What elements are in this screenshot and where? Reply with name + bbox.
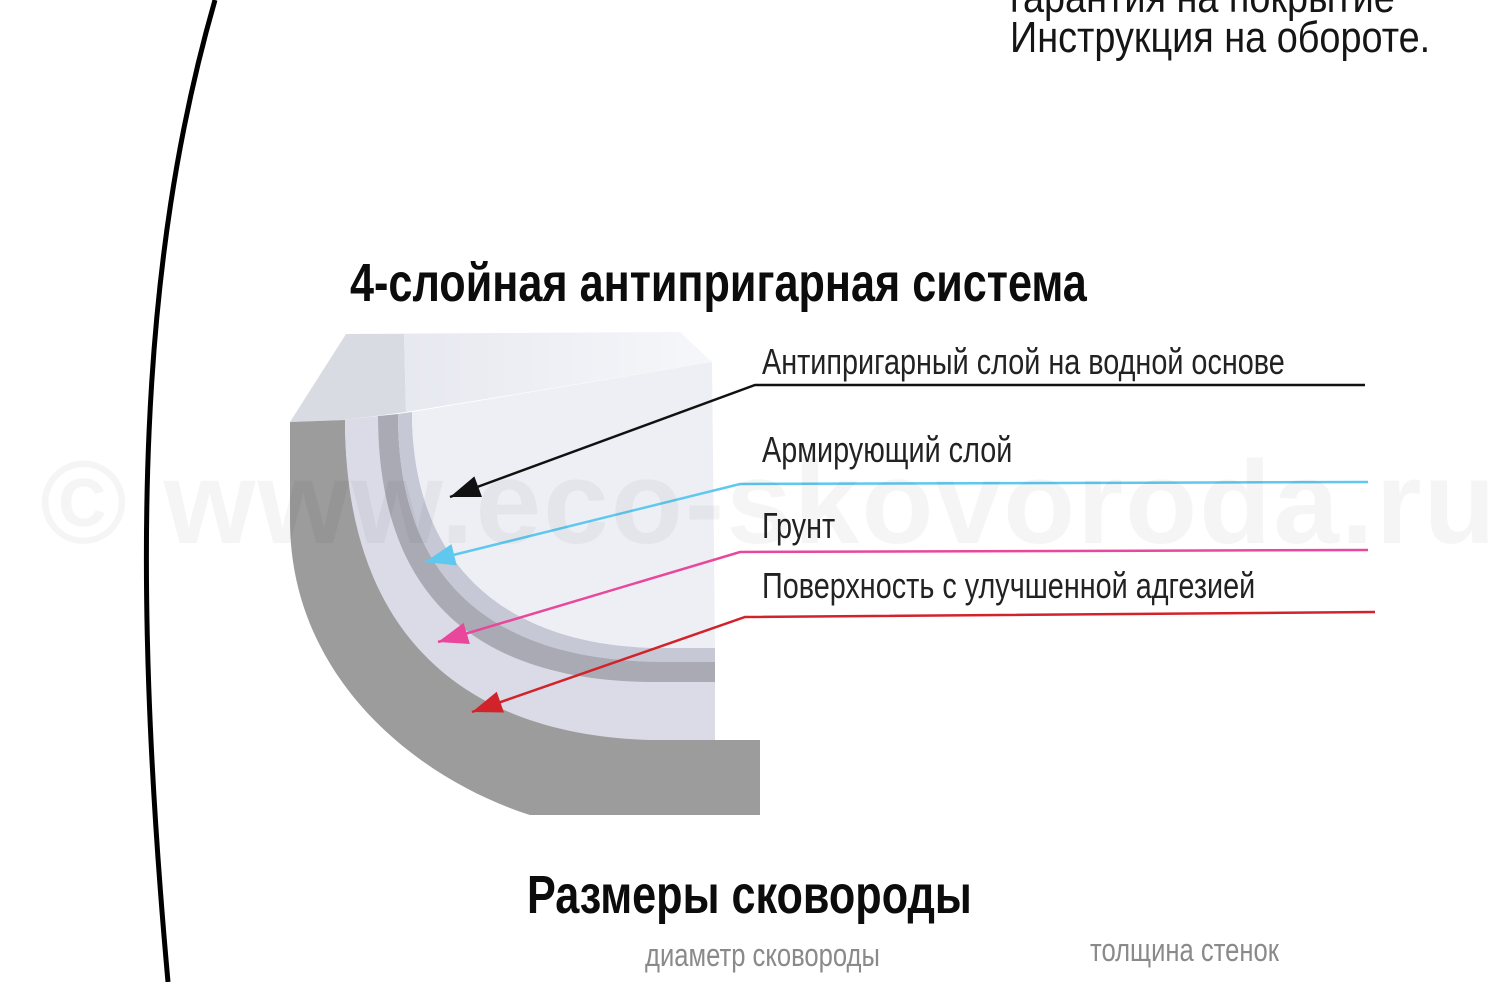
leader-reinforcing-line: [424, 480, 1369, 564]
layer-label-primer: Грунт: [762, 505, 836, 546]
layer-label-reinforcing: Армирующий слой: [762, 429, 1013, 470]
top-note-partial-line: гарантия на покрытие: [1010, 0, 1395, 26]
size-column-diameter: диаметр сковороды: [645, 937, 880, 973]
pan-nonstick-surface: [412, 362, 715, 648]
layer-label-nonstick: Антипригарный слой на водной основе: [762, 341, 1285, 382]
top-note: Инструкция на обороте.: [1010, 13, 1431, 62]
pan-rim-top-light: [346, 332, 712, 412]
frame-arc: [143, 0, 218, 982]
leader-primer-arrowhead: [438, 622, 470, 644]
size-column-wall-thickness: толщина стенок: [1090, 932, 1279, 968]
leader-adhesion-arrowhead: [472, 691, 504, 713]
leader-nonstick-arrowhead: [450, 476, 482, 497]
leader-primer-line: [437, 548, 1369, 644]
pan-primer-band: [378, 414, 715, 682]
pan-reinforcing-band: [398, 412, 715, 662]
leader-adhesion-line: [471, 610, 1376, 714]
pan-rim-top: [290, 334, 406, 422]
pan-adhesion-band: [345, 416, 715, 740]
layer-label-adhesion: Поверхность с улучшенной адгезией: [762, 565, 1256, 606]
sizes-title: Размеры сковороды: [527, 865, 972, 925]
leader-reinforcing-arrowhead: [425, 544, 457, 566]
layers-title: 4-слойная антипригарная система: [350, 253, 1087, 313]
leader-nonstick-line: [449, 383, 1365, 499]
watermark: © www.eco-skovoroda.ru: [40, 438, 1498, 568]
